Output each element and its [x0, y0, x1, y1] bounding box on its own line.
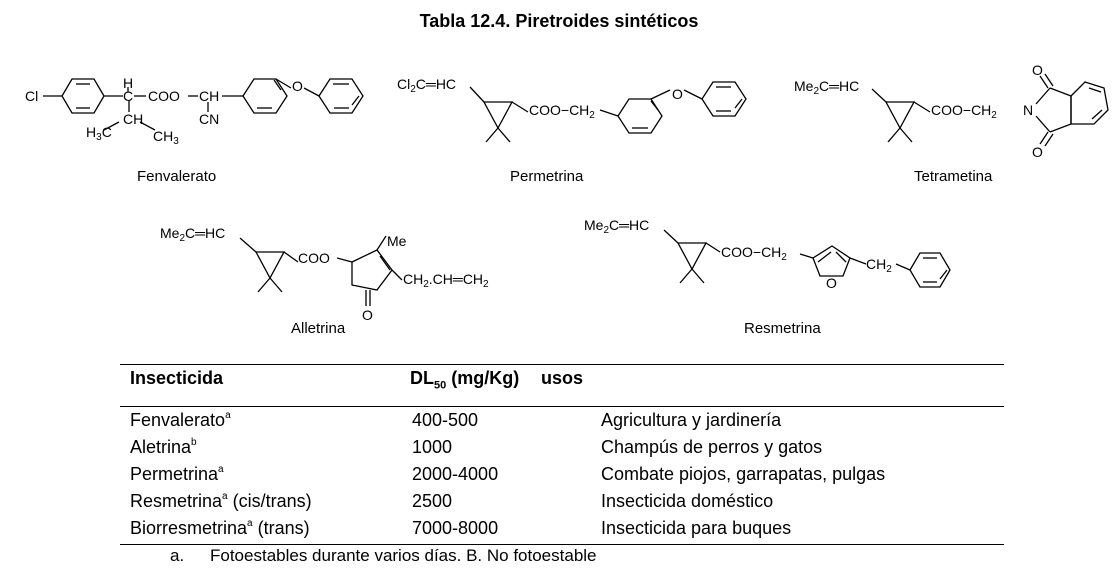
table-row-name: Biorresmetrinaa (trans) — [130, 518, 310, 538]
structures-figure: Cl H C COO CH CN H3C CH CH3 O Fenvalerat… — [25, 62, 1109, 337]
svg-text:Me2C═HC: Me2C═HC — [794, 78, 859, 97]
table-row-dl50: 7000-8000 — [412, 518, 499, 538]
svg-text:CN: CN — [199, 111, 219, 127]
svg-text:O: O — [672, 86, 683, 102]
fenvalerato-structure — [43, 78, 364, 131]
table-footnote: a.Fotoestables durante varios días. B. N… — [170, 546, 597, 565]
table-row-dl50: 400-500 — [412, 410, 479, 430]
svg-text:N: N — [1023, 102, 1033, 118]
svg-text:CH2: CH2 — [866, 256, 892, 275]
page-title: Tabla 12.4. Piretroides sintéticos — [419, 11, 699, 31]
table-row-name: Fenvaleratoa — [130, 410, 231, 430]
fenvalerato-labels: Cl H C COO CH CN H3C CH CH3 O Fenvalerat… — [25, 75, 303, 185]
resmetrina-structure — [663, 229, 951, 288]
compound-name-tetrametina: Tetrametina — [914, 168, 993, 185]
svg-text:CH3: CH3 — [153, 128, 179, 147]
svg-text:COO: COO — [298, 250, 330, 266]
svg-text:COO−CH2: COO−CH2 — [721, 244, 787, 263]
svg-text:CH: CH — [199, 88, 219, 104]
resmetrina-labels: Me2C═HC COO−CH2 CH2 O Resmetrina — [584, 217, 892, 337]
svg-text:Me2C═HC: Me2C═HC — [584, 217, 649, 236]
header-dl50: DL50 (mg/Kg) — [410, 368, 520, 392]
svg-text:COO−CH2: COO−CH2 — [529, 102, 595, 121]
svg-text:CH: CH — [123, 111, 143, 127]
svg-text:C: C — [123, 88, 133, 104]
compound-name-fenvalerato: Fenvalerato — [137, 168, 216, 185]
table-row-use: Combate piojos, garrapatas, pulgas — [601, 464, 886, 484]
table-row-use: Insecticida para buques — [601, 518, 792, 538]
svg-text:O: O — [1032, 62, 1043, 78]
table-row-dl50: 1000 — [412, 437, 453, 457]
table-header-rule — [120, 406, 1004, 407]
compound-name-resmetrina: Resmetrina — [744, 320, 821, 337]
header-insecticide: Insecticida — [130, 368, 224, 388]
svg-text:Me2C═HC: Me2C═HC — [160, 225, 225, 244]
permetrina-labels: Cl2C═HC COO−CH2 O Permetrina — [397, 76, 683, 185]
table-row-dl50: 2000-4000 — [412, 464, 499, 484]
alletrina-labels: Me2C═HC COO Me CH2.CH═CH2 O Alletrina — [160, 225, 489, 337]
table-row-name: Permetrinaa — [130, 464, 224, 484]
tetrametina-labels: Me2C═HC COO−CH2 N O O Tetrametina — [794, 62, 1043, 185]
table-row-name: Resmetrinaa (cis/trans) — [130, 491, 312, 511]
table-row-use: Insecticida doméstico — [601, 491, 774, 511]
svg-text:Cl2C═HC: Cl2C═HC — [397, 76, 456, 95]
svg-text:H3C: H3C — [86, 124, 112, 143]
table-row-name: Aletrinab — [130, 437, 197, 457]
svg-text:COO: COO — [148, 88, 180, 104]
svg-text:Cl: Cl — [25, 88, 38, 104]
svg-text:O: O — [362, 307, 373, 323]
svg-text:O: O — [826, 275, 837, 291]
svg-text:O: O — [1032, 144, 1043, 160]
header-uses: usos — [540, 368, 583, 388]
compound-name-alletrina: Alletrina — [291, 320, 346, 337]
tetrametina-structure — [871, 73, 1109, 147]
alletrina-structure — [239, 235, 403, 306]
table-row-use: Agricultura y jardinería — [601, 410, 782, 430]
table-row-dl50: 2500 — [412, 491, 453, 511]
svg-text:H: H — [123, 75, 133, 91]
svg-text:Me: Me — [387, 233, 407, 249]
table-bottom-rule — [120, 544, 1004, 545]
svg-text:O: O — [292, 78, 303, 94]
svg-text:COO−CH2: COO−CH2 — [931, 102, 997, 121]
table-row-use: Champús de perros y gatos — [601, 437, 823, 457]
table-top-rule — [120, 364, 1004, 365]
permetrina-structure — [469, 81, 747, 143]
svg-text:CH2.CH═CH2: CH2.CH═CH2 — [403, 271, 489, 290]
compound-name-permetrina: Permetrina — [510, 168, 584, 185]
